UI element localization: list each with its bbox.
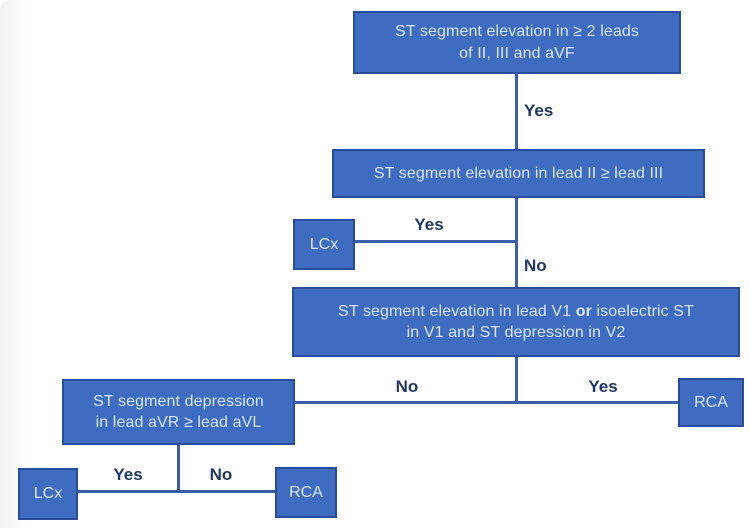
node-st-elevation-lead2-vs-lead3: ST segment elevation in lead II ≥ lead I… bbox=[332, 149, 705, 198]
node-text-line: ST segment elevation in lead V1 or isoel… bbox=[338, 302, 694, 320]
node-text-line: ST segment elevation in ≥ 2 leads bbox=[395, 23, 639, 41]
edge-label-no-rca2: No bbox=[209, 465, 233, 484]
edge-label-yes-n1-n2: Yes bbox=[524, 101, 554, 120]
terminal-rca-upper: RCA bbox=[678, 378, 744, 427]
edge-label-no-n3-n4: No bbox=[395, 377, 419, 396]
edge-label-no-n2-n3: No bbox=[524, 256, 547, 275]
node-text-line: in lead aVR ≥ lead aVL bbox=[95, 414, 262, 431]
terminal-rca-lower: RCA bbox=[275, 467, 337, 518]
connector-h-n2-lcx1 bbox=[355, 240, 517, 243]
terminal-lcx-upper: LCx bbox=[293, 219, 355, 270]
node-st-elevation-v1-or-isoelectric: ST segment elevation in lead V1 or isoel… bbox=[292, 287, 740, 357]
edge-label-yes-lcx2: Yes bbox=[113, 465, 143, 484]
node-text-line: ST segment elevation in lead II ≥ lead I… bbox=[373, 164, 664, 182]
connector-v-n3-branch bbox=[515, 357, 518, 404]
terminal-label: RCA bbox=[289, 483, 323, 501]
edge-label-yes-rca1: Yes bbox=[588, 377, 618, 396]
connector-v-n4-branch bbox=[177, 444, 180, 492]
terminal-label: LCx bbox=[33, 485, 63, 502]
terminal-label: LCx bbox=[309, 235, 339, 253]
terminal-label: RCA bbox=[694, 393, 728, 411]
node-text-line: ST segment depression bbox=[93, 392, 264, 410]
terminal-lcx-lower: LCx bbox=[18, 468, 78, 520]
connector-v-n1-n2 bbox=[515, 74, 518, 150]
node-st-depression-avr-vs-avl: ST segment depression in lead aVR ≥ lead… bbox=[62, 379, 295, 445]
connector-h-n4-rca1 bbox=[295, 401, 678, 404]
node-st-elevation-inferior-leads: ST segment elevation in ≥ 2 leads of II,… bbox=[353, 11, 681, 74]
connector-v-n2-n3 bbox=[515, 198, 518, 288]
edge-label-yes-lcx1: Yes bbox=[414, 215, 444, 234]
node-text-line: of II, III and aVF bbox=[459, 44, 575, 62]
node-text-line: in V1 and ST depression in V2 bbox=[406, 324, 626, 341]
connector-h-lcx2-rca2 bbox=[78, 490, 275, 493]
